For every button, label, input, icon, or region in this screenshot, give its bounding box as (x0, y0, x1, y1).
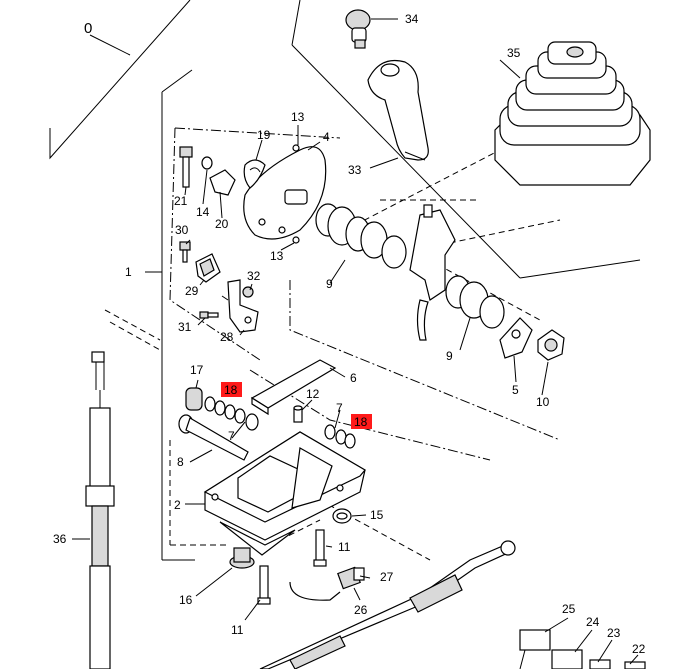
label-part-35: 35 (507, 46, 521, 60)
part-washers-9-upper (315, 203, 407, 269)
frame-lines (49, 0, 641, 561)
label-part-9-b: 9 (446, 349, 453, 363)
label-part-30: 30 (175, 223, 189, 237)
part-screw-31 (199, 311, 219, 319)
label-part-18-b: 18 (354, 415, 368, 429)
label-part-11-a: 11 (338, 540, 351, 554)
part-nut-32 (242, 286, 254, 298)
part-connector-25 (519, 629, 551, 669)
part-connector-22 (624, 661, 646, 669)
label-part-21: 21 (174, 194, 188, 208)
label-part-23: 23 (607, 626, 621, 640)
part-cable-36 (85, 351, 115, 669)
label-part-26: 26 (354, 603, 368, 617)
part-bolt-11-a (313, 529, 327, 567)
label-part-5: 5 (512, 383, 519, 397)
part-plug-16 (229, 547, 255, 569)
part-lever-shaft (409, 204, 456, 341)
label-part-25: 25 (562, 602, 576, 616)
label-part-8: 8 (177, 455, 184, 469)
highlight-18-right (351, 414, 372, 429)
label-part-1: 1 (125, 265, 132, 279)
part-oring-15 (332, 508, 352, 524)
label-part-6: 6 (350, 371, 357, 385)
label-part-0: 0 (84, 20, 92, 37)
part-switch-27 (289, 566, 365, 601)
label-part-15: 15 (370, 508, 384, 522)
label-part-34: 34 (405, 12, 419, 26)
part-lever-33 (367, 59, 429, 161)
label-part-33: 33 (348, 163, 362, 177)
label-part-9-a: 9 (326, 277, 333, 291)
part-washers-18-left (204, 396, 259, 431)
part-washer-14 (201, 156, 213, 170)
part-screw-30 (179, 241, 191, 263)
label-part-7-b: 7 (228, 429, 235, 443)
label-part-10: 10 (536, 395, 550, 409)
part-housing-2 (203, 431, 366, 556)
label-part-14: 14 (196, 205, 210, 219)
part-bolt-8 (178, 414, 249, 461)
label-part-22: 22 (632, 642, 646, 656)
label-part-12: 12 (306, 387, 320, 401)
part-washers-18-right (324, 424, 356, 449)
part-bush-12 (293, 405, 303, 423)
part-spring-19 (243, 159, 266, 189)
label-part-29: 29 (185, 284, 199, 298)
leader-lines (72, 18, 639, 665)
label-part-13-b: 13 (270, 249, 284, 263)
label-part-36: 36 (53, 532, 67, 546)
label-part-27: 27 (380, 570, 394, 584)
part-clip-29 (195, 253, 221, 283)
part-connector-23 (589, 659, 611, 669)
part-gate-6 (250, 359, 337, 416)
part-bracket-20 (209, 169, 236, 196)
label-part-7-a: 7 (336, 401, 343, 415)
label-part-19: 19 (257, 128, 271, 142)
part-connector-24 (551, 649, 583, 669)
label-part-28: 28 (220, 330, 234, 344)
part-bolt-21 (179, 146, 193, 188)
label-part-13-a: 13 (291, 110, 305, 124)
label-part-16: 16 (179, 593, 193, 607)
part-bracket-28 (227, 279, 259, 333)
label-part-4: 4 (323, 130, 330, 144)
part-cable-lower (259, 540, 516, 669)
part-spring-17 (185, 387, 203, 411)
part-nut-10 (537, 329, 565, 361)
part-plate-4 (243, 146, 327, 240)
label-part-32: 32 (247, 269, 261, 283)
part-boot-35 (494, 41, 651, 186)
label-part-11-b: 11 (231, 623, 244, 637)
label-part-20: 20 (215, 217, 229, 231)
part-bolt-11-b (257, 565, 271, 605)
callout-labels: 0 1 2 4 5 6 7 7 8 9 9 10 11 11 12 13 13 … (53, 12, 646, 656)
part-bracket-5 (499, 317, 533, 359)
part-pin-13 (292, 144, 300, 244)
part-knob-34 (345, 9, 371, 49)
label-part-17: 17 (190, 363, 204, 377)
part-washers-9-lower (445, 275, 505, 329)
highlight-18-left (221, 382, 242, 397)
label-part-18-a: 18 (224, 383, 238, 397)
label-part-31: 31 (178, 320, 192, 334)
label-part-2: 2 (174, 498, 181, 512)
label-part-24: 24 (586, 615, 600, 629)
